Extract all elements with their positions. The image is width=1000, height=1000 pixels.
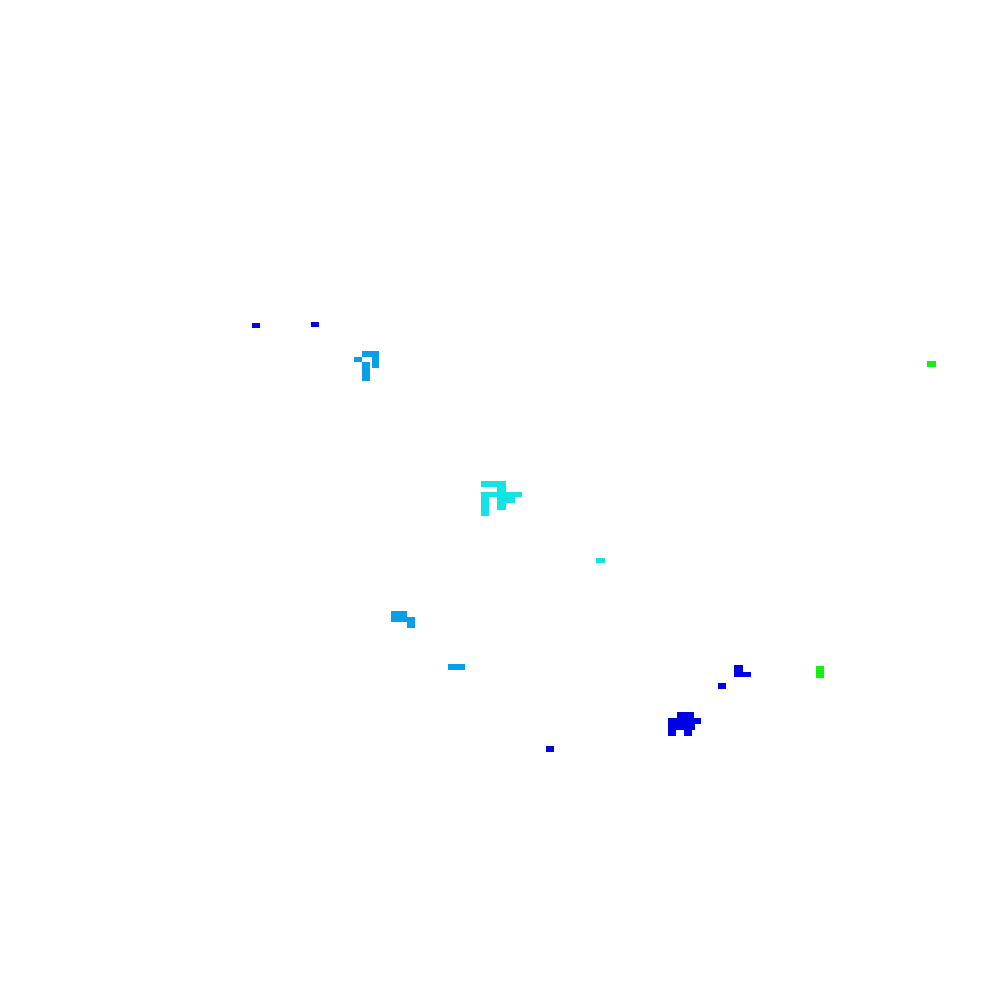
sky-blob-2-pixel [391, 611, 407, 622]
cyan-blob-1-pixel [481, 481, 506, 487]
blue-blob-5-pixel [668, 718, 701, 724]
cyan-blob-2-pixel [596, 558, 605, 563]
sky-blob-1-pixel [354, 357, 362, 362]
blue-blob-5-pixel [668, 724, 695, 730]
blue-blob-2-pixel [311, 322, 319, 327]
cyan-blob-1-pixel [497, 497, 515, 503]
cyan-blob-1-pixel [497, 487, 506, 492]
blue-blob-1-pixel [252, 323, 260, 328]
sky-blob-1-pixel [362, 351, 379, 357]
cyan-blob-1-pixel [481, 492, 522, 497]
sky-blob-1-pixel [362, 368, 370, 381]
blue-blob-5-pixel [677, 712, 694, 718]
sky-blob-3-pixel [448, 664, 465, 670]
sky-blob-1-pixel [372, 357, 379, 368]
blue-blob-3-pixel [734, 665, 743, 672]
cyan-blob-1-pixel [497, 503, 506, 510]
sky-blob-2-pixel [407, 617, 415, 628]
green-blob-1-pixel [927, 361, 936, 367]
blue-blob-5-pixel [668, 730, 676, 736]
cyan-blob-1-pixel [481, 497, 489, 516]
green-blob-2-pixel [816, 666, 824, 678]
blue-blob-6-pixel [546, 746, 554, 752]
blue-blob-5-pixel [684, 730, 692, 736]
blue-blob-4-pixel [718, 683, 726, 689]
sky-blob-1-pixel [362, 362, 370, 368]
blue-blob-3-pixel [734, 672, 751, 677]
